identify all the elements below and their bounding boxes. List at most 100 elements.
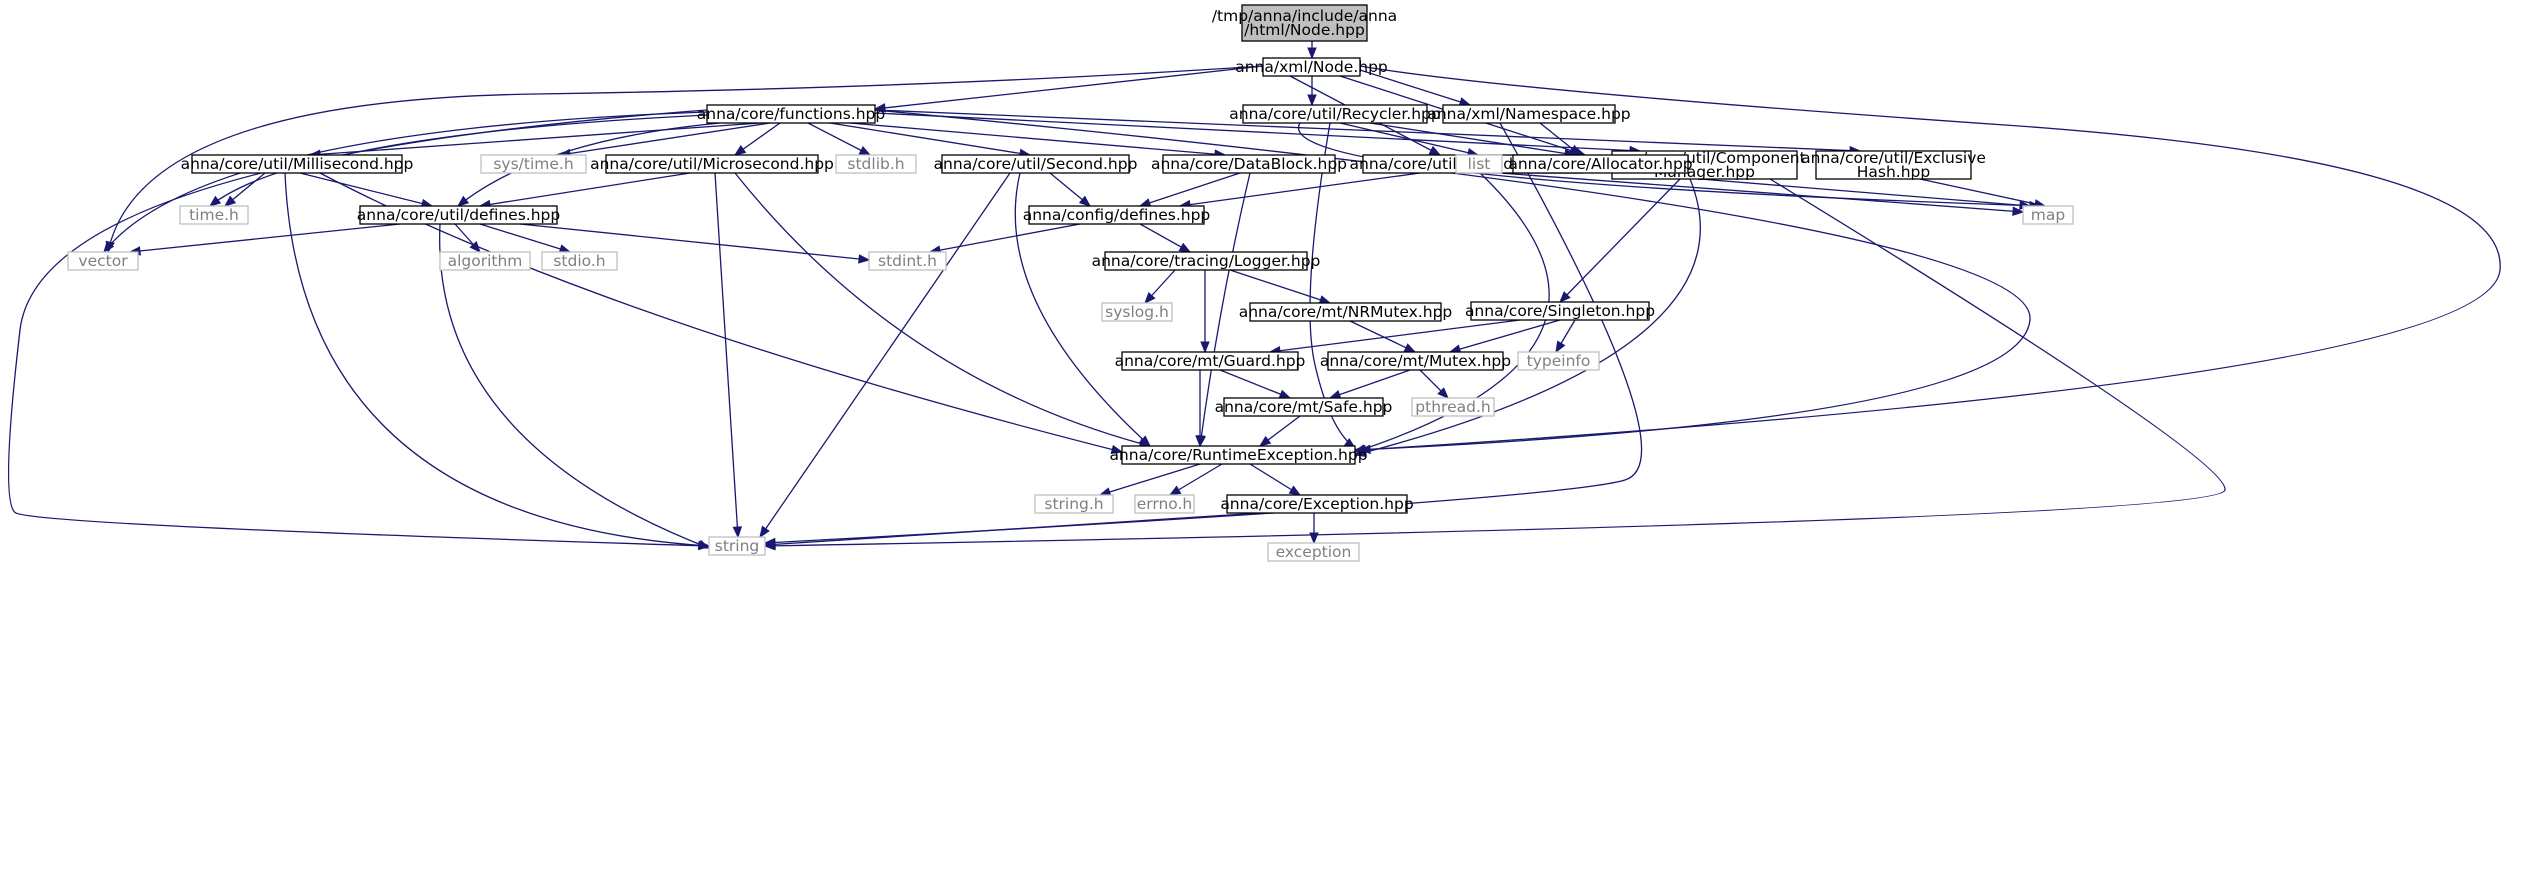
node-label: anna/core/functions.hpp <box>697 105 885 123</box>
arrowhead-icon <box>858 145 872 156</box>
arrowhead-icon <box>1559 291 1571 303</box>
edge-config_defines-to-stdint <box>928 223 1081 255</box>
node-exception_hpp[interactable]: anna/core/Exception.hpp <box>1220 494 1414 514</box>
node-mutex[interactable]: anna/core/mt/Mutex.hpp <box>1320 351 1511 371</box>
node-box <box>191 154 403 174</box>
node-label: anna/xml/Namespace.hpp <box>1427 105 1630 123</box>
node-pthread: pthread.h <box>1411 397 1495 417</box>
node-millisecond[interactable]: anna/core/util/Millisecond.hpp <box>181 154 414 174</box>
edge-singleton-to-mutex <box>1448 319 1561 354</box>
node-label: algorithm <box>448 252 523 270</box>
node-datablock[interactable]: anna/core/DataBlock.hpp <box>1151 154 1347 174</box>
node-box <box>1455 154 1503 174</box>
node-box <box>2022 205 2074 225</box>
edge-util_defines-to-stdint <box>519 223 871 264</box>
node-string: string <box>708 536 766 556</box>
edge-exception_hpp-to-exception <box>1309 513 1319 545</box>
edge-component-to-runtime <box>1353 178 1701 457</box>
node-label: anna/core/tracing/Logger.hpp <box>1092 252 1321 270</box>
edge-mutex-to-pthread <box>1419 369 1449 399</box>
arrowhead-icon <box>1437 387 1449 399</box>
node-label: Hash.hpp <box>1857 163 1930 181</box>
node-second[interactable]: anna/core/util/Second.hpp <box>934 154 1138 174</box>
node-allocator[interactable]: anna/core/Allocator.hpp <box>1508 154 1693 174</box>
node-recycler[interactable]: anna/core/util/Recycler.hpp <box>1229 104 1441 124</box>
node-algorithm: algorithm <box>439 251 531 271</box>
node-label: anna/core/RuntimeException.hpp <box>1109 446 1367 464</box>
node-map: map <box>2022 205 2074 225</box>
edge-component-to-singleton <box>1559 178 1681 303</box>
arrowhead-icon <box>1403 343 1417 353</box>
node-exception: exception <box>1267 542 1360 562</box>
node-label: exception <box>1276 543 1352 561</box>
node-label: anna/core/mt/NRMutex.hpp <box>1239 303 1453 321</box>
edge-sortedvector-to-config_defines <box>1178 172 1421 210</box>
node-nrmutex[interactable]: anna/core/mt/NRMutex.hpp <box>1239 302 1453 322</box>
node-functions[interactable]: anna/core/functions.hpp <box>697 104 885 124</box>
edge-mutex-to-safe <box>1328 369 1411 400</box>
node-box <box>1034 494 1114 514</box>
edge-logger-to-syslog <box>1144 269 1176 304</box>
node-sys_time: sys/time.h <box>480 154 587 174</box>
node-label: /tmp/anna/include/anna <box>1212 7 1397 25</box>
edge-util_defines-to-vector <box>128 223 401 256</box>
edge-util_defines-to-string <box>439 223 711 549</box>
node-box <box>1242 104 1428 124</box>
node-label: syslog.h <box>1105 303 1169 321</box>
arrowhead-icon <box>456 195 470 207</box>
node-box <box>1249 302 1442 322</box>
arrowhead-icon <box>1168 485 1182 496</box>
node-label: sys/time.h <box>493 155 573 173</box>
node-util_defines[interactable]: anna/core/util/defines.hpp <box>357 205 560 225</box>
node-namespace[interactable]: anna/xml/Namespace.hpp <box>1427 104 1631 124</box>
node-box <box>67 251 139 271</box>
edge-namespace-to-allocator <box>1539 122 1582 156</box>
node-box <box>541 251 618 271</box>
node-microsecond[interactable]: anna/core/util/Microsecond.hpp <box>590 154 834 174</box>
node-box <box>1162 154 1336 174</box>
edge-nrmutex-to-mutex <box>1349 320 1417 353</box>
node-box <box>439 251 531 271</box>
node-logger[interactable]: anna/core/tracing/Logger.hpp <box>1092 251 1321 271</box>
node-label: anna/core/mt/Guard.hpp <box>1115 352 1306 370</box>
node-runtime[interactable]: anna/core/RuntimeException.hpp <box>1109 445 1368 465</box>
node-xml_node[interactable]: anna/xml/Node.hpp <box>1235 57 1388 77</box>
node-config_defines[interactable]: anna/config/defines.hpp <box>1023 205 1211 225</box>
node-box <box>1512 154 1689 174</box>
node-safe[interactable]: anna/core/mt/Safe.hpp <box>1215 397 1393 417</box>
node-errno: errno.h <box>1134 494 1195 514</box>
edge-config_defines-to-logger <box>1139 223 1192 253</box>
node-label: stdio.h <box>553 252 605 270</box>
edge-runtime-to-errno <box>1168 463 1223 496</box>
node-root[interactable]: /tmp/anna/include/anna/html/Node.hpp <box>1212 4 1397 42</box>
node-label: anna/core/util/Recycler.hpp <box>1229 105 1440 123</box>
node-singleton[interactable]: anna/core/Singleton.hpp <box>1465 301 1655 321</box>
node-label: anna/core/util/defines.hpp <box>357 206 560 224</box>
node-guard[interactable]: anna/core/mt/Guard.hpp <box>1115 351 1306 371</box>
node-box <box>359 205 558 225</box>
node-typeinfo: typeinfo <box>1517 351 1600 371</box>
arrowhead-icon <box>469 241 481 254</box>
edge-logger-to-guard <box>1200 270 1210 354</box>
edge-guard-to-runtime <box>1195 370 1205 448</box>
node-box <box>1470 301 1650 321</box>
arrowhead-icon <box>1139 435 1151 447</box>
node-box <box>1241 4 1368 42</box>
edge-millisecond-to-util_defines <box>299 172 434 209</box>
edge-xml_node-to-runtime <box>1358 65 2501 455</box>
edge-second-to-config_defines <box>1049 172 1092 207</box>
arrowhead-icon <box>1110 444 1124 455</box>
arrowhead-icon <box>759 525 770 539</box>
node-label: map <box>2031 206 2065 224</box>
arrowhead-icon <box>1178 242 1192 253</box>
node-box <box>706 104 876 124</box>
node-label: string <box>715 537 760 555</box>
arrowhead-icon <box>732 526 743 539</box>
node-box <box>1101 302 1173 322</box>
arrowhead-icon <box>1568 144 1582 156</box>
node-box <box>1267 542 1360 562</box>
edge-second-to-runtime <box>1014 172 1151 447</box>
arrowhead-icon <box>1428 145 1442 156</box>
node-label: anna/config/defines.hpp <box>1023 206 1211 224</box>
